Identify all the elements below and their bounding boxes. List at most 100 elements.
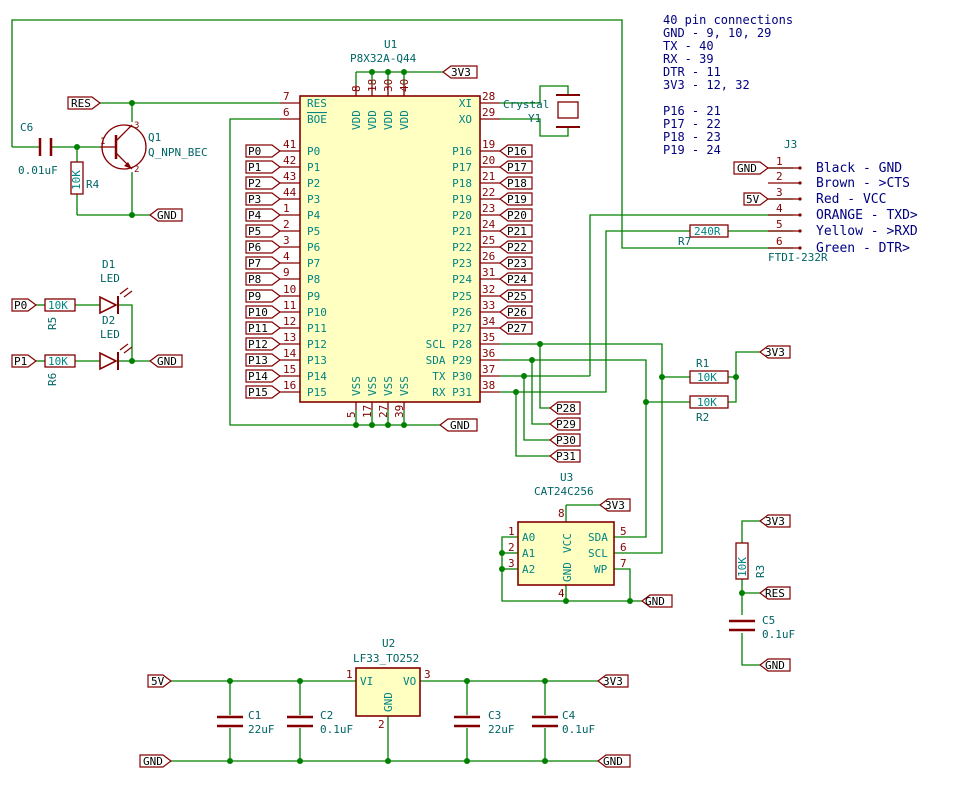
v33-label[interactable]: 3V3 xyxy=(759,514,791,528)
p1-label[interactable]: P1 xyxy=(11,354,37,368)
res-label[interactable]: RES xyxy=(759,586,791,600)
d2-led[interactable]: D2 LED xyxy=(99,314,133,371)
d1-value: LED xyxy=(100,272,120,285)
net-label-p20[interactable]: P20 xyxy=(499,208,533,222)
u1-net-labels: P0P1P2P3P4P5P6P7P8P9P10P11P12P13P14P15P1… xyxy=(245,144,581,463)
r3-ref: R3 xyxy=(754,565,767,578)
gnd-label[interactable]: GND xyxy=(149,354,183,368)
r3-resistor[interactable]: 10K R3 xyxy=(735,542,767,580)
net-label-p12[interactable]: P12 xyxy=(245,337,281,351)
u1-pin-number: 8 xyxy=(350,85,363,92)
gnd-label[interactable]: GND xyxy=(597,754,631,768)
net-label-p31[interactable]: P31 xyxy=(549,449,581,463)
svg-text:5: 5 xyxy=(620,525,627,538)
r4-resistor[interactable]: 10K R4 xyxy=(70,161,100,195)
c6-ref: C6 xyxy=(20,121,33,134)
v33-label[interactable]: 3V3 xyxy=(597,674,629,688)
u1-pin-number: 2 xyxy=(283,218,290,231)
net-label-p1[interactable]: P1 xyxy=(245,160,281,174)
net-label-p21[interactable]: P21 xyxy=(499,224,533,238)
junctions xyxy=(74,69,745,764)
net-label-p6[interactable]: P6 xyxy=(245,240,281,254)
c3-capacitor[interactable]: C3 22uF xyxy=(454,709,515,736)
u1-pin-number: 39 xyxy=(393,405,406,418)
gnd-label[interactable]: GND xyxy=(139,754,172,768)
net-label-p16[interactable]: P16 xyxy=(499,144,533,158)
r2-resistor[interactable]: 10K R2 xyxy=(689,395,729,424)
net-label-p15[interactable]: P15 xyxy=(245,385,281,399)
net-label-p14[interactable]: P14 xyxy=(245,369,281,383)
net-label-p22[interactable]: P22 xyxy=(499,240,533,254)
u1-ref: U1 xyxy=(384,38,397,51)
p0-label[interactable]: P0 xyxy=(11,298,37,312)
svg-text:P14: P14 xyxy=(248,370,268,383)
5v-label[interactable]: 5V xyxy=(147,674,172,688)
net-label-p0[interactable]: P0 xyxy=(245,144,281,158)
svg-text:P1: P1 xyxy=(14,355,27,368)
5v-label[interactable]: 5V xyxy=(743,192,769,206)
u2-regulator[interactable]: U2 LF33_TO252 VI VO GND 1 3 2 xyxy=(346,637,431,731)
q1-transistor[interactable]: Q1 Q_NPN_BEC 1 3 2 xyxy=(100,121,208,175)
net-label-p17[interactable]: P17 xyxy=(499,160,533,174)
v33-label[interactable]: 3V3 xyxy=(599,498,631,512)
u1-pins: 7RES6BOE41P042P143P244P31P42P53P64P79P81… xyxy=(280,79,500,418)
net-label-p10[interactable]: P10 xyxy=(245,305,281,319)
c4-capacitor[interactable]: C4 0.1uF xyxy=(532,709,595,736)
u1-pin-name: P1 xyxy=(307,161,320,174)
notes-line: P16 - 21 xyxy=(663,104,721,118)
gnd-label[interactable]: GND xyxy=(149,208,183,222)
net-label-p30[interactable]: P30 xyxy=(549,433,581,447)
r7-resistor[interactable]: 240R R7 xyxy=(678,224,729,248)
net-label-p27[interactable]: P27 xyxy=(499,321,533,335)
net-label-p19[interactable]: P19 xyxy=(499,192,533,206)
r6-resistor[interactable]: 10K R6 xyxy=(44,354,76,386)
net-label-p11[interactable]: P11 xyxy=(245,321,281,335)
net-label-p18[interactable]: P18 xyxy=(499,176,533,190)
gnd-label[interactable]: GND xyxy=(641,594,673,608)
svg-text:P18: P18 xyxy=(507,177,527,190)
u1-pin-number: 43 xyxy=(283,170,296,183)
gnd-label[interactable]: GND xyxy=(733,161,769,175)
u1-propeller[interactable]: U1 P8X32A-Q44 7RES6BOE41P042P143P244P31P… xyxy=(280,38,500,418)
svg-text:P17: P17 xyxy=(507,161,527,174)
u1-pin-number: 18 xyxy=(366,79,379,92)
c1-capacitor[interactable]: C1 22uF xyxy=(217,709,275,736)
v33-label[interactable]: 3V3 xyxy=(442,65,478,79)
net-label-p26[interactable]: P26 xyxy=(499,305,533,319)
net-label-p4[interactable]: P4 xyxy=(245,208,281,222)
net-label-p25[interactable]: P25 xyxy=(499,289,533,303)
svg-text:3V3: 3V3 xyxy=(605,499,625,512)
u1-pin-name: P14 xyxy=(307,370,327,383)
net-label-p13[interactable]: P13 xyxy=(245,353,281,367)
net-label-p23[interactable]: P23 xyxy=(499,256,533,270)
r1-resistor[interactable]: 10K R1 xyxy=(689,357,729,384)
net-label-p28[interactable]: P28 xyxy=(549,401,581,415)
svg-text:P13: P13 xyxy=(248,354,268,367)
c6-capacitor[interactable]: C6 0.01uF xyxy=(18,121,58,177)
u1-pin-number: 20 xyxy=(482,154,495,167)
j3-pin-number: 6 xyxy=(776,235,783,248)
net-label-p5[interactable]: P5 xyxy=(245,224,281,238)
net-label-p9[interactable]: P9 xyxy=(245,289,281,303)
net-label-p2[interactable]: P2 xyxy=(245,176,281,190)
net-label-p8[interactable]: P8 xyxy=(245,272,281,286)
u1-pin-name: VSS xyxy=(350,376,363,396)
net-label-p3[interactable]: P3 xyxy=(245,192,281,206)
svg-text:P29: P29 xyxy=(556,418,576,431)
u2-ref: U2 xyxy=(382,637,395,650)
net-label-p7[interactable]: P7 xyxy=(245,256,281,270)
c2-capacitor[interactable]: C2 0.1uF xyxy=(287,709,353,736)
res-label[interactable]: RES xyxy=(67,96,101,110)
gnd-label[interactable]: GND xyxy=(759,658,791,672)
d1-led[interactable]: D1 LED xyxy=(99,258,133,315)
r6-ref: R6 xyxy=(46,373,59,386)
y1-crystal[interactable]: Crystal Y1 xyxy=(503,94,580,128)
r5-resistor[interactable]: 10K R5 xyxy=(44,298,76,330)
net-label-p29[interactable]: P29 xyxy=(549,417,581,431)
gnd-label[interactable]: GND xyxy=(439,418,478,432)
u3-eeprom[interactable]: U3 CAT24C256 A0 A1 A2 SDA SCL WP VCC GND… xyxy=(508,471,627,600)
c5-capacitor[interactable]: C5 0.1uF xyxy=(729,614,795,641)
v33-label[interactable]: 3V3 xyxy=(759,345,791,359)
net-label-p24[interactable]: P24 xyxy=(499,272,533,286)
